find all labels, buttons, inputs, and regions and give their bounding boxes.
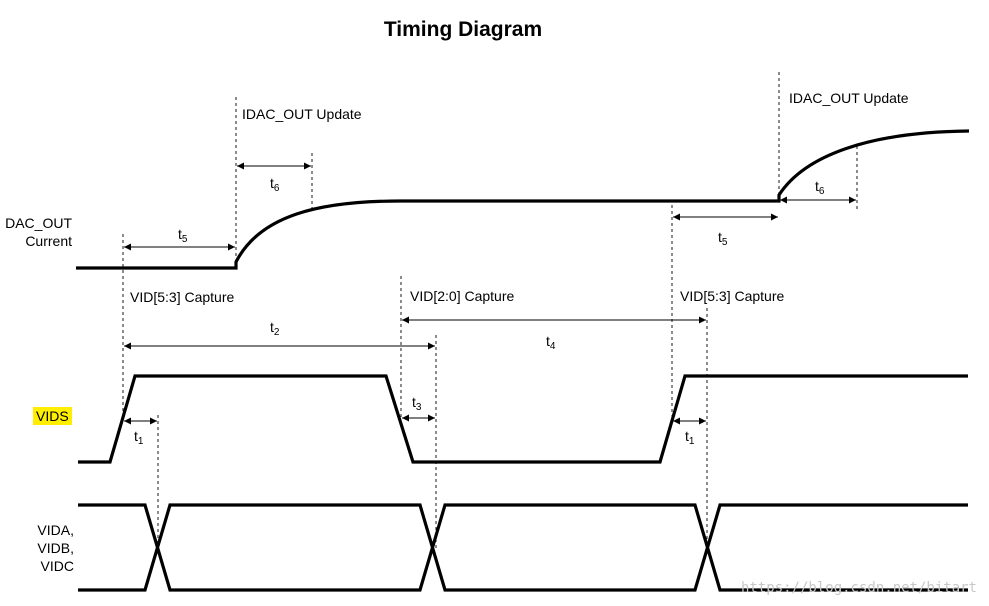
signal-label-dac-out: DAC_OUT bbox=[5, 215, 72, 231]
timing-label-t2: t2 bbox=[270, 319, 280, 338]
signal-label-current: Current bbox=[25, 233, 72, 249]
waveform-vids bbox=[78, 374, 968, 464]
timing-label-t1-1: t1 bbox=[134, 428, 144, 447]
signal-label-vidc: VIDC bbox=[41, 558, 74, 574]
timing-label-t3: t3 bbox=[412, 394, 422, 413]
waveform-vid-bus bbox=[78, 503, 968, 592]
timing-label-t4: t4 bbox=[546, 333, 556, 352]
signal-label-vidb: VIDB, bbox=[37, 540, 74, 556]
label-capture-1: VID[5:3] Capture bbox=[130, 289, 234, 305]
timing-label-t1-2: t1 bbox=[685, 428, 695, 447]
timing-label-t5-1: t5 bbox=[178, 226, 188, 245]
timing-label-t6-1: t6 bbox=[270, 175, 280, 194]
label-idac-update-2: IDAC_OUT Update bbox=[789, 90, 909, 106]
diagram-title: Timing Diagram bbox=[384, 18, 542, 41]
vids-highlight bbox=[33, 407, 72, 425]
timing-label-t6-2: t6 bbox=[815, 178, 825, 197]
label-idac-update-1: IDAC_OUT Update bbox=[242, 106, 362, 122]
signal-label-vids: VIDS bbox=[36, 408, 69, 424]
waveform-dac-out bbox=[76, 129, 970, 270]
signal-label-vida: VIDA, bbox=[37, 522, 74, 538]
label-capture-2: VID[2:0] Capture bbox=[410, 288, 514, 304]
label-capture-3: VID[5:3] Capture bbox=[680, 288, 784, 304]
timing-label-t5-2: t5 bbox=[718, 229, 728, 248]
watermark: https://blog.csdn.net/bitart bbox=[741, 580, 977, 596]
